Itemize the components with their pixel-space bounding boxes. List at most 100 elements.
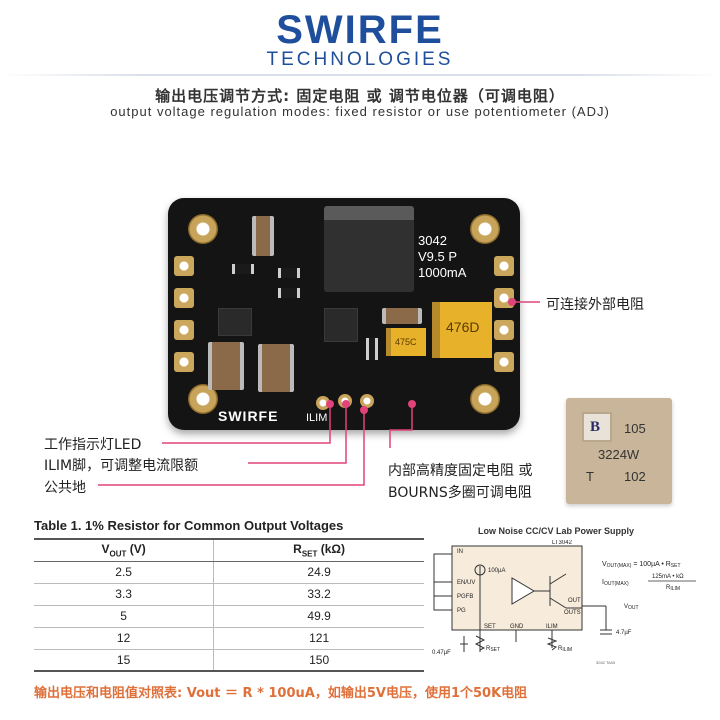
- pot-mark: T: [586, 469, 594, 484]
- silk-ilim: ILIM: [306, 412, 328, 424]
- formula-iout-denominator: RILIM: [666, 585, 680, 592]
- cap-out-label: 4.7µF: [616, 630, 632, 636]
- tan-cap-1-label: 476D: [446, 319, 480, 335]
- callout-ground: 公共地: [44, 480, 86, 496]
- schematic-drawing: IN EN/UV PGFB PG OUT OUTS SET GND ILIM L…: [432, 540, 696, 665]
- mount-hole: [470, 384, 500, 414]
- cell-rset: 121: [213, 627, 424, 650]
- pot-value: 102: [624, 469, 646, 484]
- smd-resistor: [278, 268, 300, 278]
- pin-out: OUT: [568, 598, 581, 604]
- callout-dot: [360, 406, 368, 414]
- col-header-rset: RSET (kΩ): [213, 538, 424, 562]
- title-english: output voltage regulation modes: fixed r…: [110, 104, 610, 119]
- ceramic-capacitor: [252, 216, 274, 256]
- pin-ilim: ILIM: [546, 624, 558, 630]
- cap-set-label: 0.47µF: [432, 650, 451, 656]
- callout-led: 工作指示灯LED: [44, 437, 142, 453]
- tantalum-capacitor: 476D: [432, 302, 492, 358]
- footer-note: 输出电压和电阻值对照表: Vout ＝ R * 100uA，如输出5V电压，使用…: [34, 686, 528, 701]
- callout-dot: [342, 400, 350, 408]
- silk-line-3: 1000mA: [418, 265, 467, 280]
- bourns-potentiometer: B 105 3224W T 102: [566, 398, 672, 504]
- rset-label: RSET: [486, 646, 500, 653]
- pin-outs: OUTS: [564, 610, 581, 616]
- pin-in: IN: [457, 549, 463, 555]
- logo-main-text: SWIRFE: [276, 8, 444, 52]
- pin-pg: PG: [457, 608, 466, 614]
- chip-name: LT3042: [552, 540, 573, 546]
- tantalum-capacitor-small: 475C: [386, 328, 426, 356]
- pot-code: 105: [624, 421, 646, 436]
- pcb-board: 475C 476D 3042 V9.5 P 1000mA SWIRFE ILIM: [168, 198, 520, 430]
- right-pad: [494, 320, 514, 340]
- formula-iout-numerator: 125mA • kΩ: [652, 574, 684, 580]
- pin-gnd: GND: [510, 624, 524, 630]
- ceramic-capacitor: [208, 342, 244, 390]
- col-header-vout: VOUT (V): [34, 538, 214, 562]
- mount-hole: [188, 214, 218, 244]
- regulator-ic: [324, 308, 358, 342]
- pin-set: SET: [484, 624, 496, 630]
- vout-label: VOUT: [624, 604, 639, 611]
- left-pad: [174, 288, 194, 308]
- rilim-label: RILIM: [558, 646, 572, 653]
- ic-chip: [218, 308, 252, 336]
- smd-resistor: [278, 288, 300, 298]
- cell-vout: 3.3: [34, 583, 214, 606]
- schematic-ref: 3042 TA05: [596, 660, 616, 665]
- left-pad: [174, 320, 194, 340]
- mosfet: [324, 206, 414, 292]
- schematic: IN EN/UV PGFB PG OUT OUTS SET GND ILIM L…: [430, 540, 702, 670]
- brand-logo: SWIRFE TECHNOLOGIES: [0, 10, 720, 70]
- pin-en-uv: EN/UV: [457, 580, 475, 586]
- mount-hole: [470, 214, 500, 244]
- ceramic-capacitor: [258, 344, 294, 392]
- silk-line-2: V9.5 P: [418, 249, 458, 264]
- board-photo-area: 475C 476D 3042 V9.5 P 1000mA SWIRFE ILIM: [0, 130, 720, 510]
- schematic-title: Low Noise CC/CV Lab Power Supply: [477, 526, 635, 536]
- right-pad: [494, 352, 514, 372]
- silk-line-1: 3042: [418, 233, 447, 248]
- smd-resistor: [366, 338, 378, 360]
- smd-resistor: [232, 264, 254, 274]
- callout-dot: [326, 400, 334, 408]
- callout-external-resistor: 可连接外部电阻: [546, 297, 644, 313]
- header-divider: [0, 74, 720, 76]
- callout-fixed-resistor-2: BOURNS多圈可调电阻: [388, 485, 532, 501]
- cell-vout: 2.5: [34, 561, 214, 584]
- callout-lines: [98, 301, 540, 486]
- cell-rset: 33.2: [213, 583, 424, 606]
- silk-brand: SWIRFE: [218, 408, 279, 424]
- cell-rset: 49.9: [213, 605, 424, 628]
- logo-sub-text: TECHNOLOGIES: [266, 49, 454, 70]
- ceramic-capacitor: [382, 308, 422, 324]
- callout-ilim: ILIM脚，可调整电流限额: [44, 458, 199, 474]
- callout-dot: [408, 400, 416, 408]
- callout-dot: [508, 298, 516, 306]
- cell-rset: 150: [213, 649, 424, 672]
- cell-rset: 24.9: [213, 561, 424, 584]
- right-pad: [494, 256, 514, 276]
- bourns-logo: B: [590, 419, 601, 435]
- callout-fixed-resistor-1: 内部高精度固定电阻 或: [388, 463, 533, 479]
- formula-iout: IOUT(MAX): [602, 579, 629, 587]
- tan-cap-2-label: 475C: [395, 337, 417, 347]
- pot-adjust-screw: [582, 412, 612, 442]
- left-pad: [174, 352, 194, 372]
- cell-vout: 15: [34, 649, 214, 672]
- pot-model: 3224W: [598, 447, 640, 462]
- current-source: 100µA: [488, 568, 505, 574]
- cell-vout: 5: [34, 605, 214, 628]
- table-title: Table 1. 1% Resistor for Common Output V…: [34, 518, 344, 533]
- pin-pgfb: PGFB: [457, 594, 473, 600]
- formula-vout: VOUT(MAX) = 100µA • RSET: [602, 561, 681, 569]
- ground-pin: [360, 394, 374, 408]
- title-chinese: 输出电压调节方式: 固定电阻 或 调节电位器（可调电阻）: [155, 87, 565, 105]
